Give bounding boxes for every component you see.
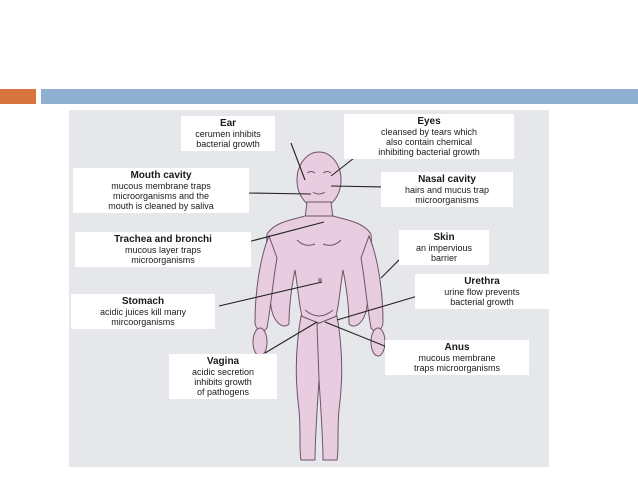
human-body-outline [252, 151, 386, 461]
label-stomach: Stomach acidic juices kill many mircoorg… [71, 294, 215, 329]
label-urethra-title: Urethra [464, 276, 500, 287]
label-nasal-desc: hairs and mucus trap microorganisms [404, 185, 490, 205]
label-stomach-title: Stomach [121, 296, 165, 307]
label-eyes-desc: cleansed by tears which also contain che… [378, 127, 480, 157]
label-eyes: Eyes cleansed by tears which also contai… [344, 114, 514, 159]
label-mouth-cavity: Mouth cavity mucous membrane traps micro… [73, 168, 249, 213]
label-nasal-cavity: Nasal cavity hairs and mucus trap microo… [381, 172, 513, 207]
label-trachea-title: Trachea and bronchi [114, 234, 212, 245]
label-vagina-title: Vagina [206, 356, 240, 367]
label-trachea-desc: mucous layer traps microorganisms [124, 245, 202, 265]
label-skin-title: Skin [433, 232, 455, 243]
label-nasal-title: Nasal cavity [418, 174, 476, 185]
body-details [296, 171, 342, 317]
label-stomach-desc: acidic juices kill many mircoorganisms [99, 307, 187, 327]
title-accent-bar [0, 89, 36, 104]
label-ear-title: Ear [219, 118, 237, 129]
label-mouth-title: Mouth cavity [130, 170, 192, 181]
label-urethra: Urethra urine flow prevents bacterial gr… [415, 274, 549, 309]
body-defense-diagram: Ear cerumen inhibits bacterial growth Ey… [69, 110, 549, 467]
label-vagina-desc: acidic secretion inhibits growth of path… [191, 367, 255, 397]
label-skin-desc: an impervious barrier [415, 243, 473, 263]
label-anus-desc: mucous membrane traps microorganisms [413, 353, 501, 373]
label-mouth-desc: mucous membrane traps microorganisms and… [108, 181, 214, 211]
label-ear-desc: cerumen inhibits bacterial growth [195, 129, 261, 149]
label-anus: Anus mucous membrane traps microorganism… [385, 340, 529, 375]
title-divider-bar [41, 89, 638, 104]
label-anus-title: Anus [444, 342, 470, 353]
label-vagina: Vagina acidic secretion inhibits growth … [169, 354, 277, 399]
label-urethra-desc: urine flow prevents bacterial growth [444, 287, 520, 307]
label-eyes-title: Eyes [417, 116, 441, 127]
label-skin: Skin an impervious barrier [399, 230, 489, 265]
label-trachea-bronchi: Trachea and bronchi mucous layer traps m… [75, 232, 251, 267]
body-figure [218, 142, 422, 461]
label-ear: Ear cerumen inhibits bacterial growth [181, 116, 275, 151]
